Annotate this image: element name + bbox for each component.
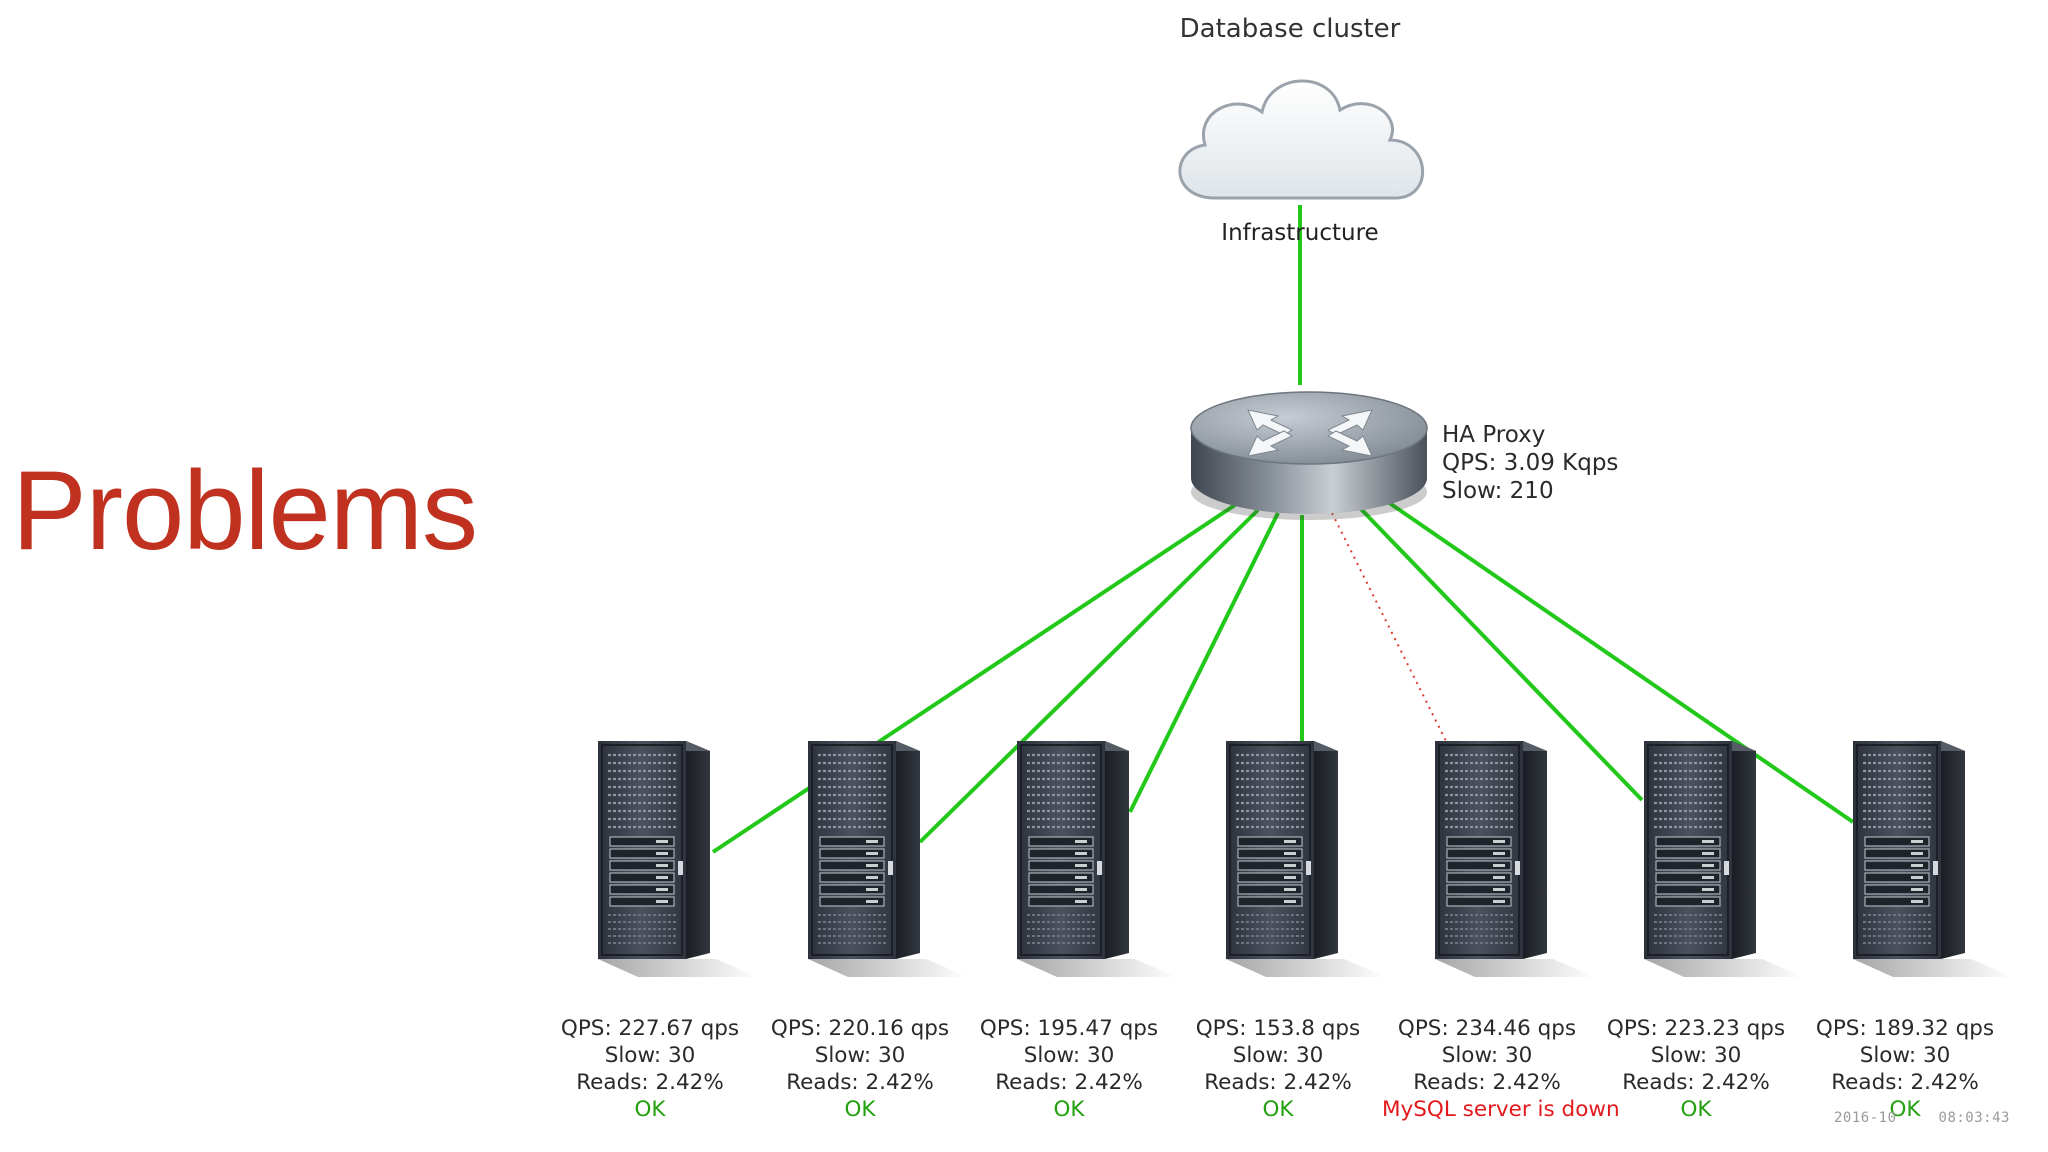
server-link-7 [1383,498,1855,824]
server-rack-icon [1851,739,2015,979]
server-rack-icon [1642,739,1806,979]
server-rack-icon [1224,739,1388,979]
server-reads: Reads: 2.42% [995,1070,1143,1095]
server-slow: Slow: 30 [1023,1043,1115,1068]
server-status: OK [634,1097,666,1122]
server-reads: Reads: 2.42% [576,1070,724,1095]
server-racks [596,739,2015,979]
server-rack-icon [596,739,760,979]
server-rack-icon [1015,739,1179,979]
server-link-2 [918,508,1260,844]
server-slow: Slow: 30 [814,1043,906,1068]
timestamp-date: 2016-10 [1834,1110,1897,1126]
server-qps: QPS: 189.32 qps [1815,1016,1995,1041]
server-qps: QPS: 227.67 qps [560,1016,740,1041]
server-status: OK [1262,1097,1294,1122]
server-status: MySQL server is down [1382,1097,1620,1122]
server-link-3 [1128,512,1280,813]
cloud-icon [1178,79,1424,200]
server-link-6 [1358,506,1644,802]
server-qps: QPS: 220.16 qps [770,1016,950,1041]
server-rack-icon [806,739,970,979]
diagram-title: Database cluster [1179,14,1401,44]
proxy-slow: Slow: 210 [1442,478,1554,504]
slide-title: Problems [12,448,478,573]
server-slow: Slow: 30 [1650,1043,1742,1068]
server-slow: Slow: 30 [1441,1043,1533,1068]
server-reads: Reads: 2.42% [786,1070,934,1095]
timestamp: 2016-10 08:03:43 [1834,1110,2010,1126]
server-link-5 [1331,512,1447,742]
proxy-info: HA Proxy QPS: 3.09 Kqps Slow: 210 [1442,421,1618,505]
server-qps: QPS: 234.46 qps [1397,1016,1577,1041]
proxy-qps: QPS: 3.09 Kqps [1442,450,1619,476]
server-status: OK [1889,1097,1921,1122]
server-status: OK [1053,1097,1085,1122]
server-status: OK [1680,1097,1712,1122]
server-qps: QPS: 153.8 qps [1195,1016,1361,1041]
timestamp-time: 08:03:43 [1938,1110,2010,1126]
server-reads: Reads: 2.42% [1204,1070,1352,1095]
server-qps: QPS: 195.47 qps [979,1016,1159,1041]
router-icon [1190,391,1428,520]
server-reads: Reads: 2.42% [1622,1070,1770,1095]
proxy-name: HA Proxy [1442,422,1546,448]
server-slow: Slow: 30 [1232,1043,1324,1068]
server-qps: QPS: 223.23 qps [1606,1016,1786,1041]
server-reads: Reads: 2.42% [1831,1070,1979,1095]
server-links [711,498,1855,854]
server-rack-icon [1433,739,1597,979]
cloud-label: Infrastructure [1221,220,1379,246]
server-reads: Reads: 2.42% [1413,1070,1561,1095]
server-link-1 [711,503,1237,854]
server-slow: Slow: 30 [1859,1043,1951,1068]
server-status: OK [844,1097,876,1122]
server-slow: Slow: 30 [604,1043,696,1068]
